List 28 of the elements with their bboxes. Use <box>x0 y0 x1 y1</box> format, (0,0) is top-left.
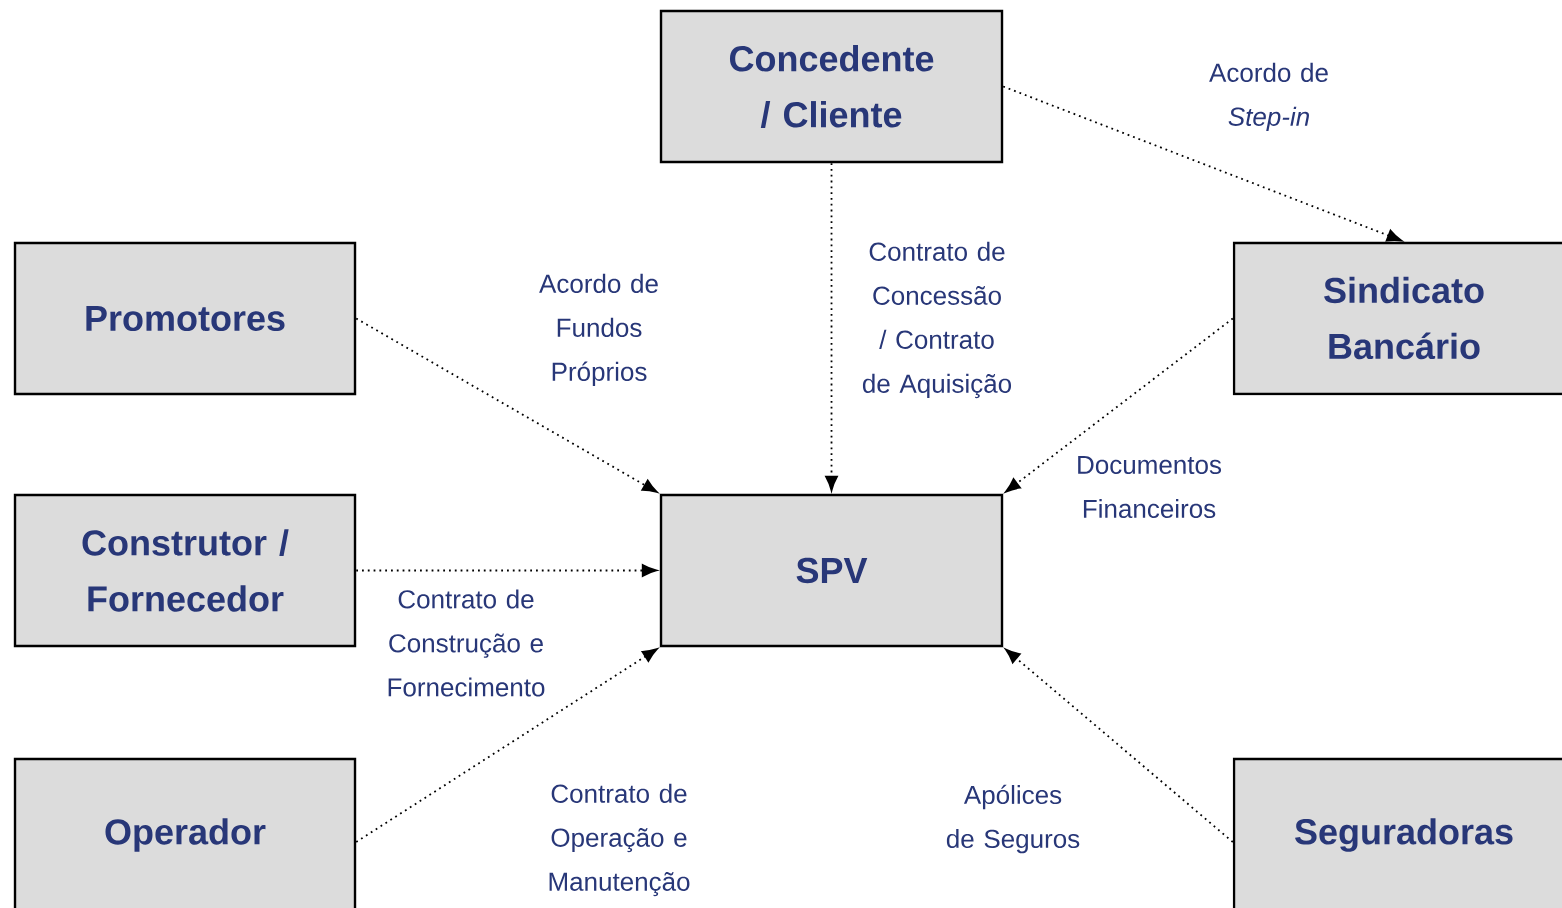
party-box <box>659 9 1004 164</box>
party-label: Promotores <box>86 305 285 332</box>
edge-label: Documentos Financeiros <box>1078 455 1222 519</box>
arrow <box>355 317 658 493</box>
edge-label: Acordo de Step-in <box>1209 62 1328 132</box>
party-label: Seguradoras <box>1295 818 1513 852</box>
party-box <box>659 493 1004 648</box>
arrow <box>825 162 838 492</box>
party-label: Construtor / Fornecedor <box>82 529 289 612</box>
party-box <box>1232 241 1562 396</box>
edge-label: Contrato de Concessão / Contrato de Aquisição <box>862 241 1012 399</box>
edge-label: Contrato de Operação e Manutenção <box>549 783 690 897</box>
arrow <box>355 648 658 843</box>
arrow <box>355 564 658 577</box>
party-label: Concedente / Cliente <box>729 45 934 128</box>
party-label: Sindicato Bancário <box>1324 276 1484 360</box>
party-box <box>13 757 357 908</box>
arrow <box>1002 85 1403 242</box>
party-label: Operador <box>105 818 266 852</box>
party-box <box>1232 757 1562 908</box>
arrow <box>1005 317 1234 493</box>
edge-label: Apólices de Seguros <box>946 784 1080 854</box>
party-label: SPV <box>796 557 868 584</box>
party-box <box>13 493 357 648</box>
party-box <box>13 241 357 396</box>
arrow <box>1005 648 1234 843</box>
edge-label: Acordo de Fundos Próprios <box>539 273 658 387</box>
edge-label: Contrato de Construção e Fornecimento <box>388 589 545 697</box>
